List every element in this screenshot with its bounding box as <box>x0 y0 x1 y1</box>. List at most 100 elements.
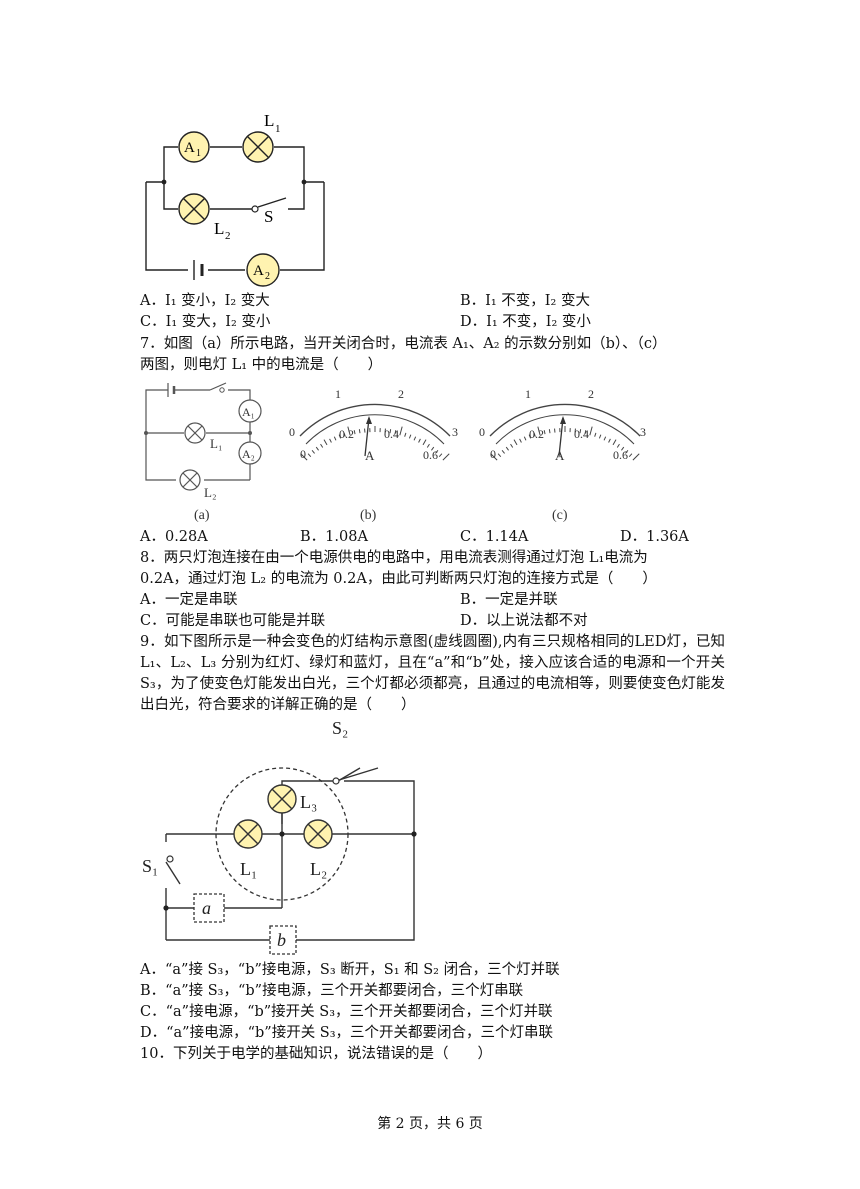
svg-text:0: 0 <box>289 425 295 439</box>
q8-option-d: D．以上说法都不对 <box>460 613 588 629</box>
meter-tick <box>497 453 502 457</box>
q7-caption-c: (c) <box>552 508 568 523</box>
meter-tick <box>510 443 514 448</box>
meter-tick <box>408 434 412 439</box>
svg-text:1: 1 <box>335 387 341 401</box>
svg-text:a: a <box>202 898 211 918</box>
meter-tick <box>338 434 342 439</box>
meter-tick <box>323 439 328 446</box>
meter-tick <box>584 430 587 435</box>
meter-tick <box>333 436 337 441</box>
q9-lamp-l1-icon <box>233 819 263 849</box>
q7-meter-c-needle <box>558 417 564 457</box>
q9-stem: 9．如下图所示是一种会变色的灯结构示意图(虚线圆圈),内有三只规格相同的LED灯… <box>140 634 725 713</box>
q7-figure: A₁ A₂ L₁ L₂ (a) 0 1 2 3 0 0.2 0.4 0.6 A … <box>144 382 646 523</box>
q8-stem-line2: 0.2A，通过灯泡 L₂ 的电流为 0.2A，由此可判断两只灯泡的连接方式是（ … <box>140 571 657 587</box>
meter-tick <box>501 449 505 454</box>
q9-switch-s2-label: S₂ <box>332 718 348 738</box>
meter-tick <box>442 453 450 461</box>
meter-tick <box>598 434 602 439</box>
q7-stem-line1: 7．如图（a）所示电路，当开关闭合时，电流表 A₁、A₂ 的示数分别如（b）、（… <box>140 336 667 352</box>
meter-tick <box>311 449 315 454</box>
q6-lamp-l1-icon <box>242 131 274 163</box>
meter-tick <box>537 426 541 436</box>
meter-tick <box>589 426 593 436</box>
meter-tick <box>533 432 536 437</box>
meter-tick <box>513 439 518 446</box>
q7-option-d: D．1.36A <box>620 529 689 545</box>
q9-circuit-figure: S₂ S₁ L₃ L₁ L₂ a b <box>142 718 417 955</box>
svg-text:1: 1 <box>196 148 201 159</box>
svg-text:3: 3 <box>452 425 458 439</box>
q8-stem-line1: 8．两只灯泡连接在由一个电源供电的电路中，用电流表测得通过灯泡 L₁电流为 <box>140 550 648 566</box>
meter-tick <box>594 432 597 437</box>
meter-tick <box>394 430 397 435</box>
q7-ammeter-a1-icon <box>238 399 262 423</box>
meter-tick <box>426 443 430 448</box>
svg-text:0.6: 0.6 <box>613 448 628 462</box>
svg-text:L₂: L₂ <box>204 485 216 500</box>
meter-tick <box>519 438 522 443</box>
q9-lamp-l3-icon <box>267 784 297 814</box>
q9-option-a: A．“a”接 S₃，“b”接电源，S₃ 断开，S₁ 和 S₂ 闭合，三个灯并联 <box>140 962 560 978</box>
svg-text:L₃: L₃ <box>300 792 317 812</box>
q7-stem-line2: 两图，则电灯 L₁ 中的电流是（ ） <box>140 357 383 373</box>
svg-text:2: 2 <box>265 271 270 282</box>
q6-switch-label: S <box>264 207 273 226</box>
meter-tick <box>505 446 509 451</box>
q9-option-c: C．“a”接电源，“b”接开关 S₃，三个开关都要闭合，三个灯并联 <box>140 1004 553 1020</box>
meter-tick <box>413 436 417 441</box>
q7-option-a: A．0.28A <box>140 529 208 545</box>
page-footer: 第 2 页，共 6 页 <box>377 1116 483 1132</box>
meter-tick <box>300 453 308 461</box>
svg-text:L₁: L₁ <box>210 436 222 451</box>
meter-tick <box>343 432 346 437</box>
svg-text:1: 1 <box>275 123 281 135</box>
svg-text:A₂: A₂ <box>242 447 255 461</box>
meter-tick <box>490 453 498 461</box>
q8-option-a: A．一定是串联 <box>140 592 238 608</box>
meter-tick <box>353 430 356 435</box>
meter-tick <box>603 436 607 441</box>
meter-tick <box>616 443 620 448</box>
meter-tick <box>399 426 403 436</box>
q7-option-c: C．1.14A <box>460 529 529 545</box>
svg-text:0.2: 0.2 <box>529 427 544 441</box>
q7-caption-a: (a) <box>194 508 210 523</box>
svg-text:0: 0 <box>300 447 306 461</box>
q8-option-c: C．可能是串联也可能是并联 <box>140 613 326 629</box>
meter-tick <box>358 429 361 434</box>
meter-tick <box>315 446 319 451</box>
meter-tick <box>329 438 332 443</box>
meter-tick <box>438 453 443 457</box>
svg-text:2: 2 <box>225 230 231 242</box>
q6-option-c: C．I₁ 变大，I₂ 变小 <box>140 314 271 330</box>
meter-tick <box>612 439 617 446</box>
q6-a1-label: A <box>184 140 195 156</box>
svg-text:0.6: 0.6 <box>423 448 438 462</box>
q9-box-b <box>269 925 297 955</box>
q7-meter-c: 0 1 2 3 0 0.2 0.4 0.6 A (c) <box>479 387 646 523</box>
meter-tick <box>543 430 546 435</box>
svg-text:b: b <box>277 930 286 950</box>
meter-tick <box>579 429 582 434</box>
meter-tick <box>528 434 532 439</box>
q9-box-a <box>193 893 225 923</box>
q7-ammeter-a2-icon <box>238 441 262 465</box>
q7-lamp-l2-icon <box>179 469 201 491</box>
q9-switch-s1-label: S₁ <box>142 856 158 876</box>
meter-tick <box>431 446 435 451</box>
meter-tick <box>628 453 633 457</box>
q6-option-b: B．I₁ 不变，I₂ 变大 <box>460 293 590 309</box>
q7-meter-b: 0 1 2 3 0 0.2 0.4 0.6 A (b) <box>289 387 458 523</box>
q7-meter-b-needle <box>364 417 370 457</box>
q6-option-d: D．I₁ 不变，I₂ 变小 <box>460 314 591 330</box>
q6-ammeter-a2-icon <box>246 253 280 287</box>
svg-text:A: A <box>555 448 565 463</box>
meter-tick <box>632 453 640 461</box>
meter-tick <box>621 446 625 451</box>
q6-option-a: A．I₁ 变小，I₂ 变大 <box>140 293 270 309</box>
q7-option-b: B．1.08A <box>300 529 368 545</box>
svg-text:A: A <box>253 263 264 279</box>
meter-tick <box>608 438 611 443</box>
